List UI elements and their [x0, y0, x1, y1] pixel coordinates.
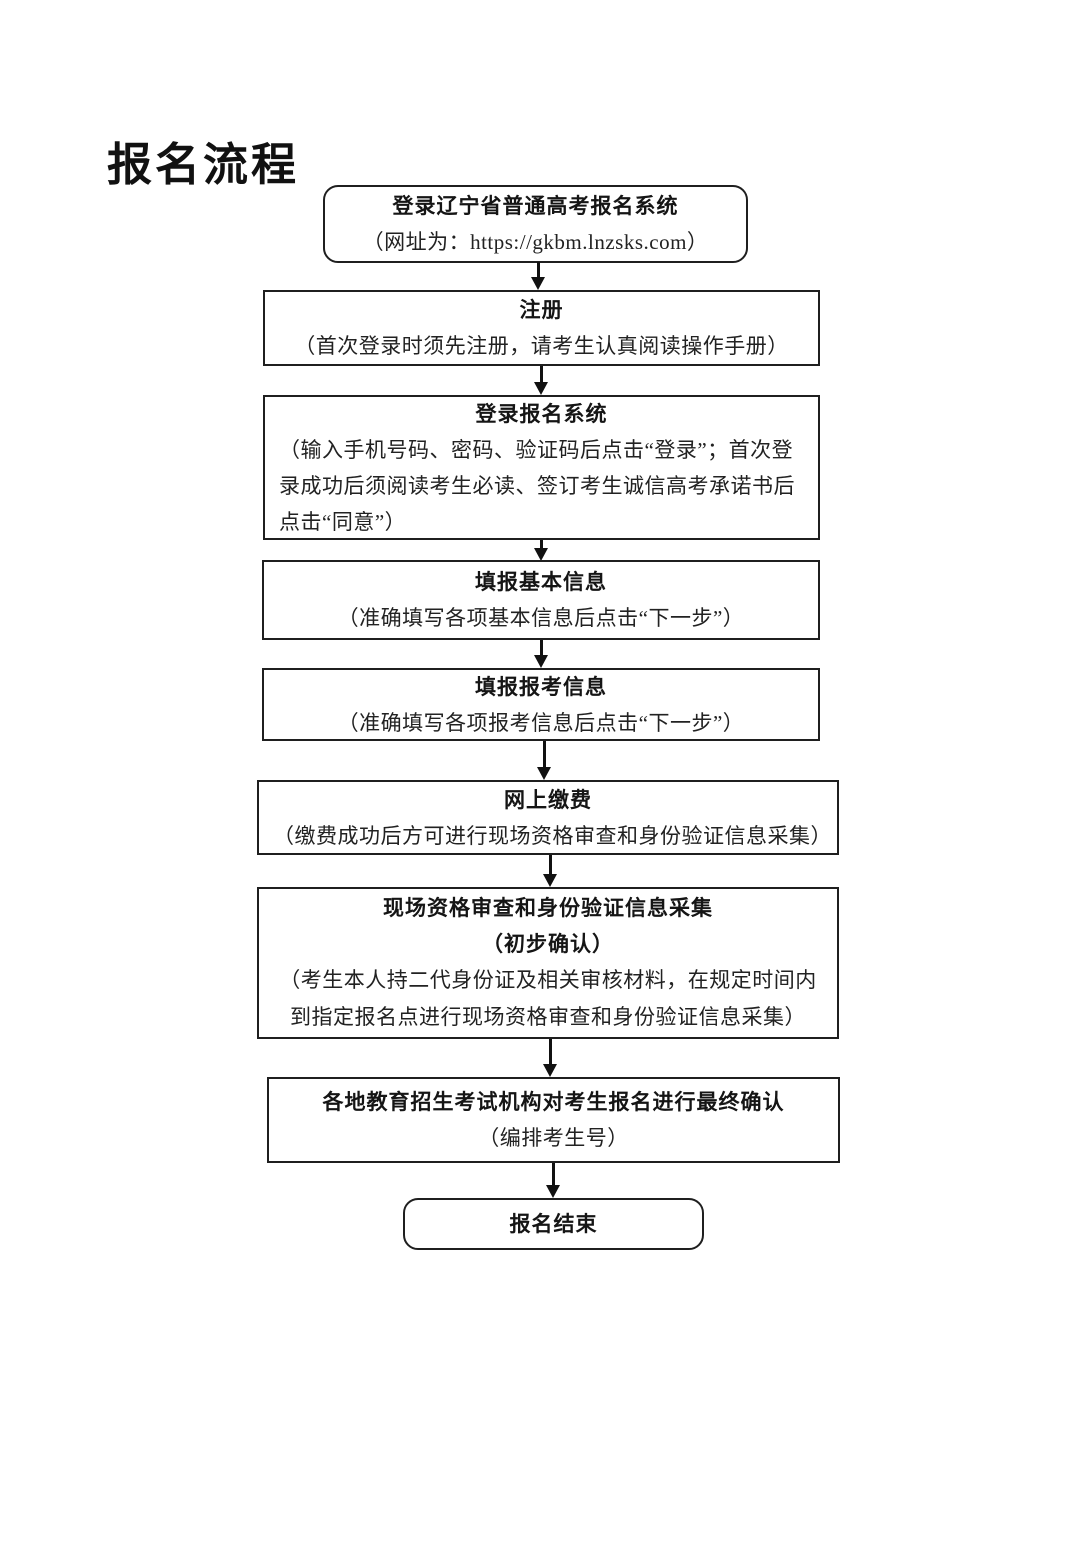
- node-title: 登录辽宁省普通高考报名系统: [392, 194, 679, 218]
- arrowhead-icon: [543, 874, 558, 887]
- node-title: 报名结束: [509, 1212, 598, 1236]
- node-title: 网上缴费: [504, 787, 592, 812]
- node-subtitle: （准确填写各项报考信息后点击“下一步”）: [337, 710, 745, 735]
- flow-node-onsite-verification: 现场资格审查和身份验证信息采集 （初步确认） （考生本人持二代身份证及相关审核材…: [257, 887, 839, 1039]
- node-subtitle: （缴费成功后方可进行现场资格审查和身份验证信息采集）: [273, 823, 832, 848]
- node-subtitle: （编排考生号）: [478, 1126, 629, 1150]
- flow-node-end: 报名结束: [403, 1198, 704, 1250]
- flow-arrow-down-icon: [543, 1039, 558, 1077]
- flow-arrow-down-icon: [531, 262, 546, 290]
- flow-node-online-payment: 网上缴费 （缴费成功后方可进行现场资格审查和身份验证信息采集）: [257, 780, 839, 855]
- arrowhead-icon: [546, 1185, 561, 1198]
- arrowhead-icon: [534, 382, 549, 395]
- flow-arrow-down-icon: [534, 366, 549, 395]
- flow-node-basic-info: 填报基本信息 （准确填写各项基本信息后点击“下一步”）: [262, 560, 820, 640]
- page-title: 报名流程: [107, 140, 300, 190]
- arrowhead-icon: [531, 277, 546, 290]
- flow-arrow-down-icon: [534, 540, 549, 561]
- flow-node-register: 注册 （首次登录时须先注册，请考生认真阅读操作手册）: [263, 290, 820, 366]
- flow-arrow-down-icon: [537, 741, 552, 780]
- flow-arrow-down-icon: [534, 640, 549, 668]
- node-subtitle: （首次登录时须先注册，请考生认真阅读操作手册）: [294, 334, 789, 358]
- node-title: 填报基本信息: [475, 570, 607, 594]
- arrowhead-icon: [534, 655, 549, 668]
- node-body: （考生本人持二代身份证及相关审核材料，在规定时间内到指定报名点进行现场资格审查和…: [279, 968, 817, 1029]
- node-body: （输入手机号码、密码、验证码后点击“登录”；首次登录成功后须阅读考生必读、签订考…: [279, 437, 795, 534]
- node-title-2: （初步确认）: [482, 932, 614, 956]
- arrowhead-icon: [537, 767, 552, 780]
- node-subtitle: （网址为：https://gkbm.lnzsks.com）: [362, 230, 709, 254]
- flow-arrow-down-icon: [543, 855, 558, 887]
- flow-node-final-confirmation: 各地教育招生考试机构对考生报名进行最终确认 （编排考生号）: [267, 1077, 840, 1163]
- node-title: 各地教育招生考试机构对考生报名进行最终确认: [322, 1090, 785, 1114]
- node-title: 现场资格审查和身份验证信息采集: [383, 896, 713, 920]
- node-title: 注册: [519, 298, 564, 322]
- node-title: 登录报名系统: [475, 401, 608, 426]
- flow-node-exam-info: 填报报考信息 （准确填写各项报考信息后点击“下一步”）: [262, 668, 820, 741]
- arrowhead-icon: [543, 1064, 558, 1077]
- flow-arrow-down-icon: [546, 1163, 561, 1198]
- node-title: 填报报考信息: [475, 674, 607, 699]
- node-subtitle: （准确填写各项基本信息后点击“下一步”）: [337, 606, 745, 630]
- flow-node-login-portal: 登录辽宁省普通高考报名系统 （网址为：https://gkbm.lnzsks.c…: [323, 185, 748, 263]
- arrowhead-icon: [534, 548, 549, 561]
- flow-node-login-system: 登录报名系统 （输入手机号码、密码、验证码后点击“登录”；首次登录成功后须阅读考…: [263, 395, 820, 540]
